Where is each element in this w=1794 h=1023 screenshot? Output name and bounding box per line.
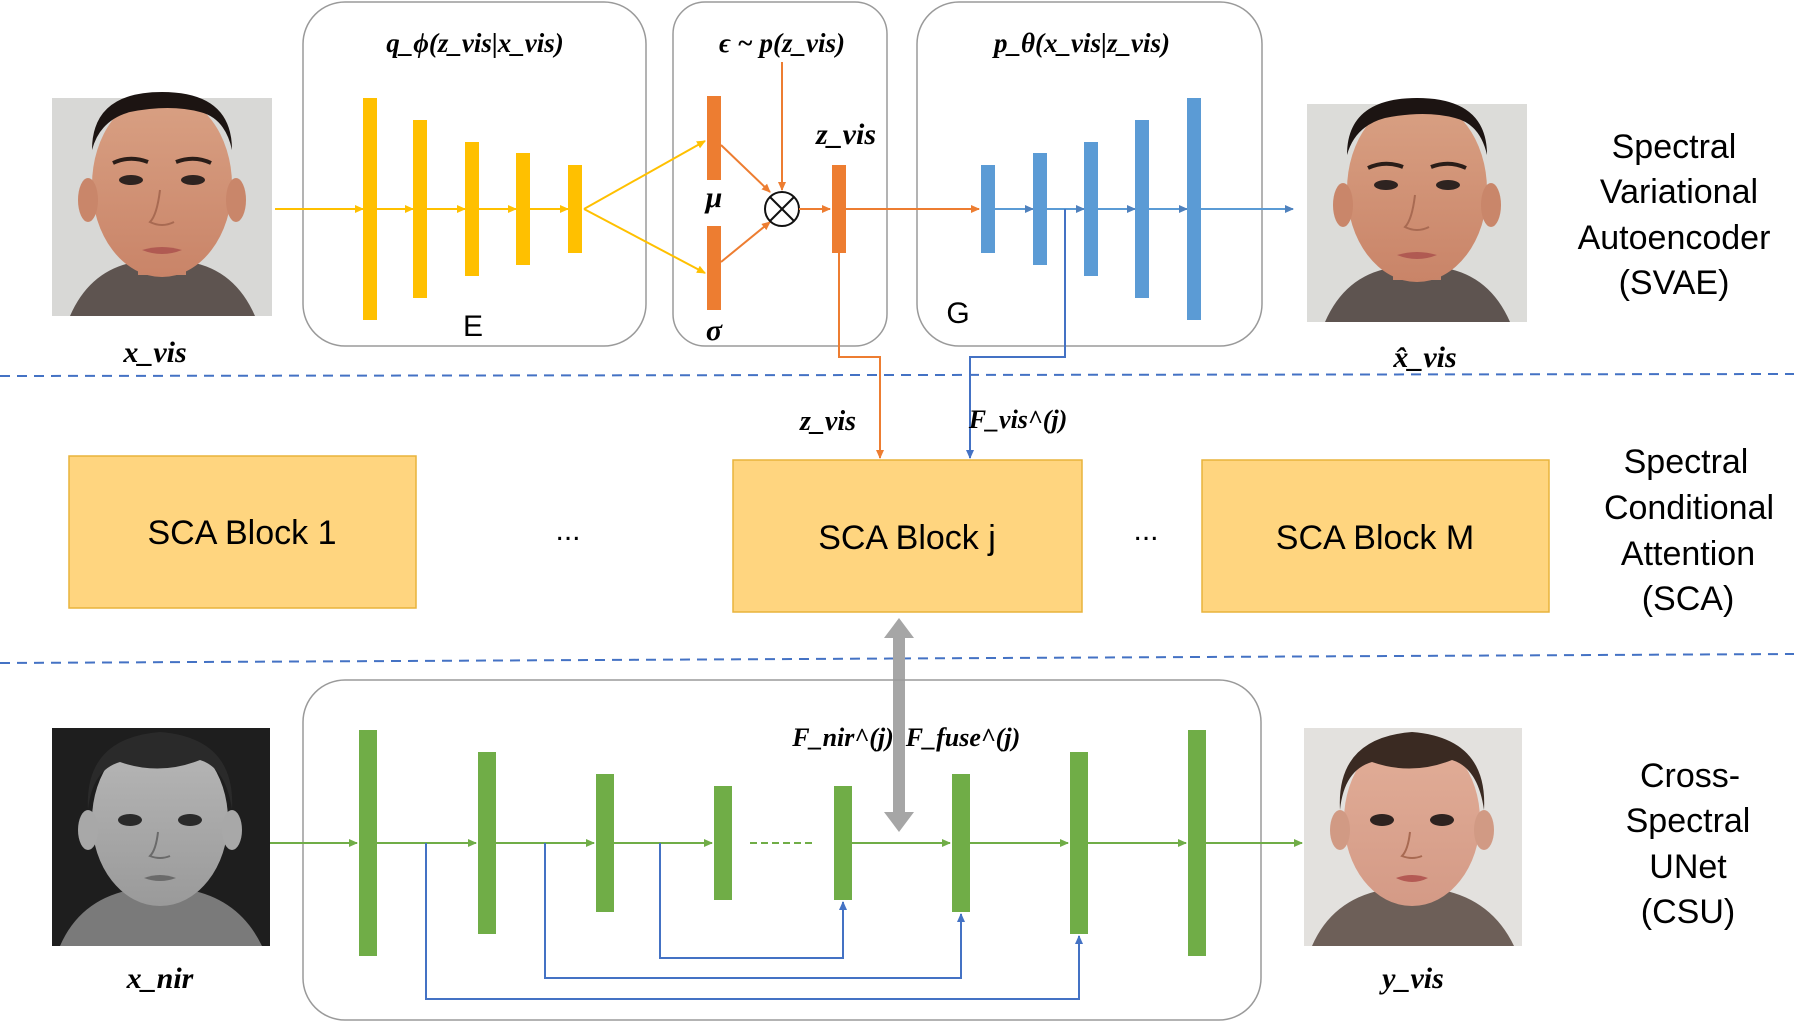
decoder-title: p_θ(x_vis|z_vis) — [992, 28, 1170, 58]
section-label-svae-line-4: (SVAE) — [1619, 264, 1730, 302]
sca-block-m — [1201, 459, 1550, 613]
unet-box — [302, 679, 1262, 1021]
multiply-icon — [764, 191, 800, 227]
decoder-box — [916, 1, 1263, 347]
unet-dec-layer-2 — [1188, 730, 1206, 956]
encoder-layer-1 — [363, 98, 377, 320]
decoder-layers — [981, 98, 1294, 320]
section-label-svae: Spectral Variational Autoencoder (SVAE) — [1578, 128, 1771, 302]
decoder-layer-2 — [1033, 153, 1047, 265]
decoder-layer-5 — [1187, 98, 1201, 320]
section-label-sca-line-4: (SCA) — [1642, 580, 1735, 618]
nir-feature-label: F_nir^(j) — [791, 723, 894, 752]
unet-nir-feature-layer — [834, 786, 852, 900]
section-label-svae-line-1: Spectral — [1612, 128, 1737, 166]
output-label-x-hat-vis: x̂_vis — [1392, 341, 1456, 374]
sigma-label: σ — [706, 314, 723, 347]
sca-block-m-label: SCA Block M — [1276, 519, 1474, 557]
decoder-layer-1 — [981, 165, 995, 253]
unet-enc-layer-4 — [714, 786, 732, 900]
input-face-nir — [52, 728, 270, 946]
latent-label-z-vis: z_vis — [815, 118, 876, 151]
encoder-layer-2 — [413, 120, 427, 298]
section-label-sca-line-2: Conditional — [1604, 489, 1774, 527]
sca-ellipsis-right: ... — [1133, 514, 1158, 547]
bidirectional-arrow — [884, 618, 914, 832]
encoder-layers — [275, 98, 582, 320]
output-face-reconstructed — [1307, 98, 1527, 322]
sca-block-1 — [68, 455, 417, 609]
output-label-y-vis: y_vis — [1379, 962, 1444, 995]
encoder-label-e: E — [463, 310, 483, 343]
section-label-svae-line-2: Variational — [1600, 173, 1758, 211]
section-label-csu: Cross- Spectral UNet (CSU) — [1626, 757, 1751, 931]
sigma-layer — [707, 226, 721, 310]
unet-enc-layer-1 — [359, 730, 377, 956]
sca-block-j — [732, 459, 1083, 613]
divider-top — [0, 373, 1794, 377]
unet-enc-layer-3 — [596, 774, 614, 912]
sca-input-label-f-vis: F_vis^(j) — [968, 405, 1068, 434]
section-label-sca: Spectral Conditional Attention (SCA) — [1604, 443, 1774, 618]
sampling-title: ϵ ~ p(z_vis) — [719, 28, 845, 58]
decoder-layer-3 — [1084, 142, 1098, 276]
section-label-sca-line-1: Spectral — [1624, 443, 1749, 481]
mu-layer — [707, 96, 721, 180]
encoder-layer-3 — [465, 142, 479, 276]
unet-enc-layer-2 — [478, 752, 496, 934]
skip-connections — [425, 843, 1083, 1000]
decoder-label-g: G — [946, 297, 969, 330]
sca-ellipsis-left: ... — [555, 514, 580, 547]
section-label-csu-line-2: Spectral — [1626, 802, 1751, 840]
mu-label: μ — [704, 181, 723, 214]
input-label-x-nir: x_nir — [126, 962, 194, 995]
section-label-svae-line-3: Autoencoder — [1578, 219, 1771, 257]
encoder-layer-4 — [516, 153, 530, 265]
input-face-visible — [52, 92, 272, 316]
section-label-csu-line-4: (CSU) — [1641, 893, 1735, 931]
unet-fuse-feature-layer — [952, 774, 970, 912]
encoder-layer-5 — [568, 165, 582, 253]
section-label-sca-line-3: Attention — [1621, 535, 1755, 573]
encoder-title: q_ϕ(z_vis|x_vis) — [386, 28, 564, 58]
section-label-csu-line-3: UNet — [1649, 848, 1727, 886]
fuse-feature-label: F_fuse^(j) — [905, 723, 1020, 752]
sca-input-label-z-vis: z_vis — [799, 406, 856, 437]
output-face-visible — [1304, 728, 1522, 946]
unet-layers — [270, 730, 1303, 956]
decoder-layer-4 — [1135, 120, 1149, 298]
sampling-box — [672, 1, 888, 347]
unet-dec-layer-1 — [1070, 752, 1088, 934]
input-label-x-vis: x_vis — [122, 336, 186, 369]
latent-layer — [832, 165, 846, 253]
sca-block-1-label: SCA Block 1 — [148, 514, 337, 552]
sca-block-j-label: SCA Block j — [818, 519, 996, 557]
section-label-csu-line-1: Cross- — [1640, 757, 1740, 795]
